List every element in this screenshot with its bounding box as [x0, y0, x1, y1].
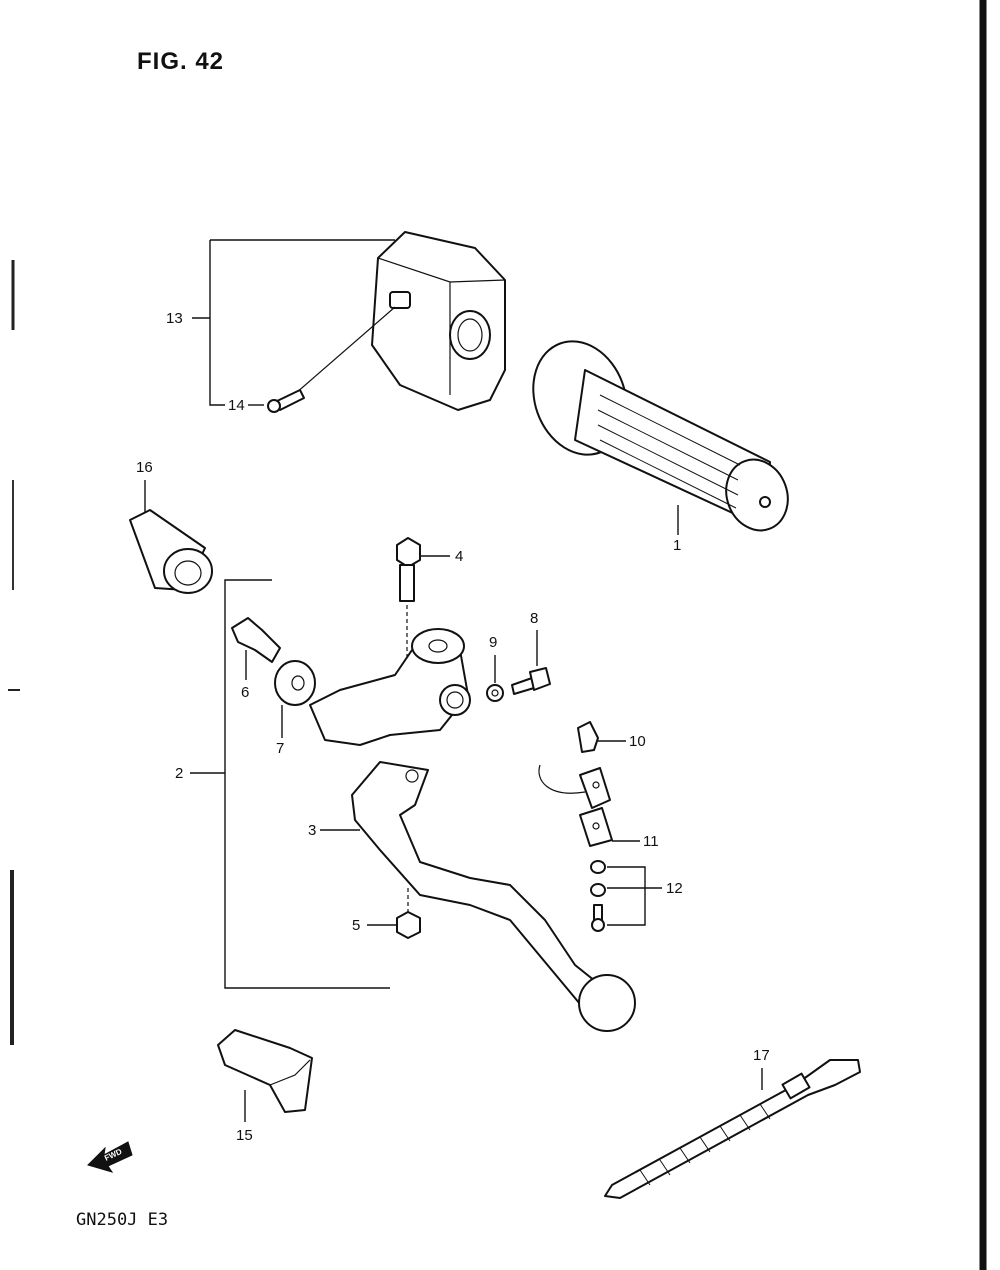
switch-housing: [371, 231, 506, 411]
cable-band-17: [604, 1059, 861, 1199]
callout-7: 7: [276, 740, 284, 757]
callout-14: 14: [228, 397, 245, 414]
callout-1: 1: [673, 537, 681, 554]
lever-3: [351, 761, 636, 1032]
callout-4: 4: [455, 548, 463, 565]
callout-5: 5: [352, 917, 360, 934]
binding-edge-marks: [8, 260, 20, 1045]
locknut-7: [274, 660, 316, 706]
bracket-12: [607, 866, 646, 926]
bracket-2: [224, 579, 390, 989]
callout-6: 6: [241, 684, 249, 701]
callout-2: 2: [175, 765, 183, 782]
adjuster-6: [231, 617, 281, 663]
callout-11: 11: [643, 833, 659, 850]
lever-holder: [309, 628, 471, 746]
switch-10: [577, 721, 599, 753]
grip: [532, 340, 789, 532]
bracket-13: [209, 239, 395, 406]
screw-8: [511, 667, 551, 695]
callout-8: 8: [530, 610, 538, 627]
washer-9: [486, 684, 504, 702]
callout-15: 15: [236, 1127, 253, 1144]
callout-13: 13: [166, 310, 183, 327]
callout-12: 12: [666, 880, 683, 897]
fwd-arrow-icon: FWD: [87, 1141, 133, 1173]
callout-16: 16: [136, 459, 153, 476]
clamp-11: [538, 764, 613, 847]
cable-boot: [129, 509, 213, 594]
screws-nuts-12: [590, 860, 606, 932]
callout-10: 10: [629, 733, 646, 750]
callout-17: 17: [753, 1047, 770, 1064]
model-code: GN250J E3: [76, 1210, 169, 1230]
nut-5: [396, 888, 421, 939]
callout-9: 9: [489, 634, 497, 651]
figure-title: FIG. 42: [137, 48, 225, 75]
cover-15: [217, 1029, 313, 1113]
callout-3: 3: [308, 822, 316, 839]
screw-14: [267, 306, 396, 413]
